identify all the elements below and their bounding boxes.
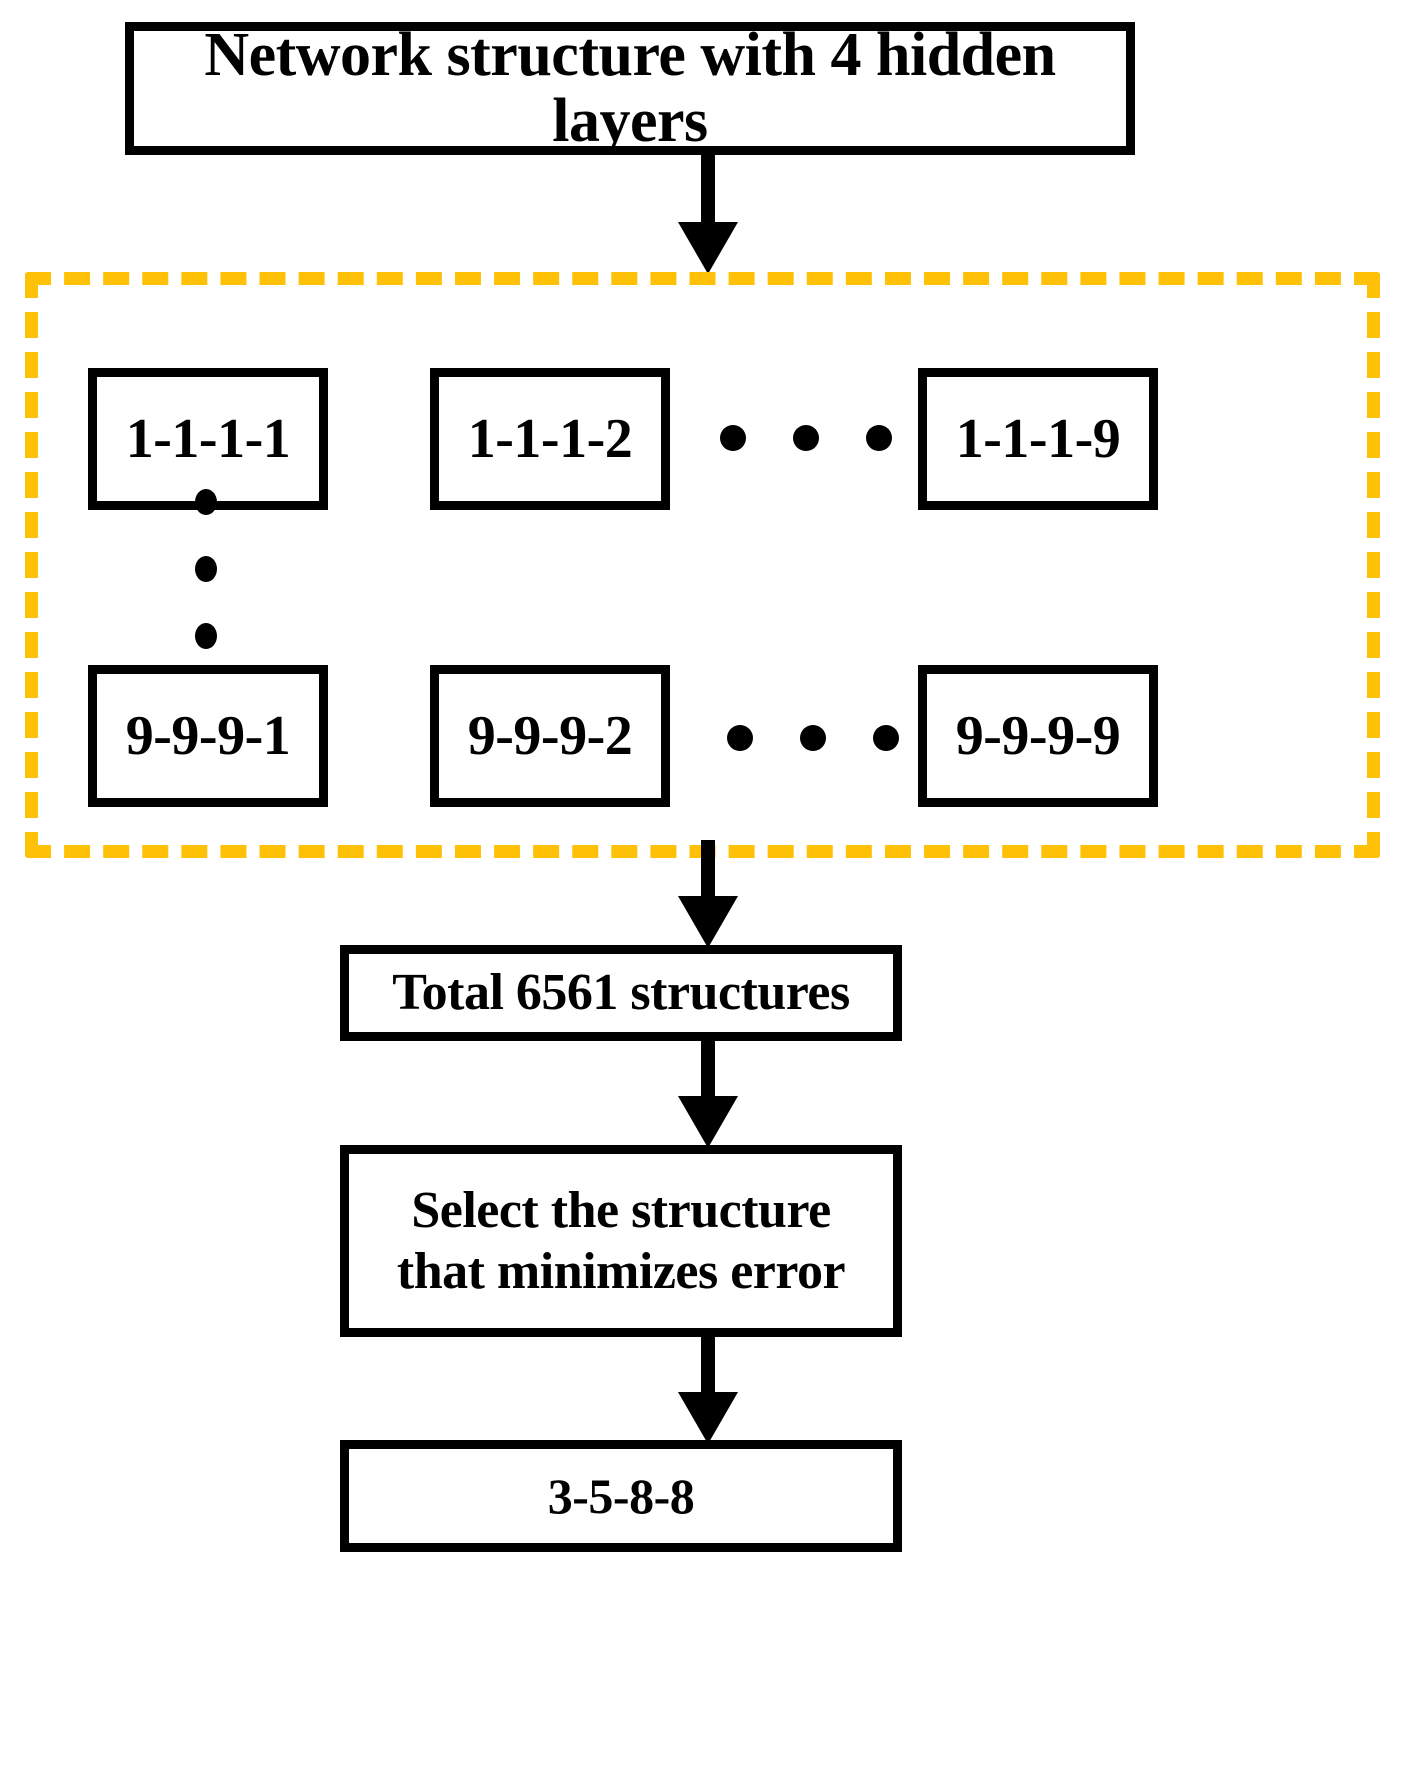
ellipsis-dot-row1-c <box>866 425 892 451</box>
arrow-shaft <box>701 840 715 898</box>
select-structure-line-2: that minimizes error <box>396 1243 846 1300</box>
structure-cell-9-9-9-2: 9-9-9-2 <box>430 665 670 807</box>
ellipsis-dot-row2-c <box>873 725 899 751</box>
arrow-head <box>678 222 738 274</box>
arrow-head <box>678 896 738 948</box>
arrow-shaft <box>701 1336 715 1394</box>
select-structure-box: Select the structure that minimizes erro… <box>340 1145 902 1337</box>
structure-cell-1-1-1-2: 1-1-1-2 <box>430 368 670 510</box>
total-structures-box: Total 6561 structures <box>340 945 902 1041</box>
ellipsis-dot-row1-a <box>720 425 746 451</box>
ellipsis-dot-row2-a <box>727 725 753 751</box>
ellipsis-dot-vertical-c <box>195 623 217 649</box>
arrow-head <box>678 1392 738 1444</box>
select-structure-line-1: Select the structure <box>411 1181 831 1239</box>
structure-cell-9-9-9-1: 9-9-9-1 <box>88 665 328 807</box>
structure-cell-1-1-1-9: 1-1-1-9 <box>918 368 1158 510</box>
arrow-shaft <box>701 152 715 222</box>
ellipsis-dot-vertical-b <box>195 556 217 582</box>
ellipsis-dot-vertical-a <box>195 489 217 515</box>
title-box: Network structure with 4 hidden layers <box>125 22 1135 155</box>
ellipsis-dot-row1-b <box>793 425 819 451</box>
search-space-dashed-border <box>25 272 1380 858</box>
structure-cell-9-9-9-9: 9-9-9-9 <box>918 665 1158 807</box>
ellipsis-dot-row2-b <box>800 725 826 751</box>
arrow-head <box>678 1096 738 1148</box>
structure-cell-1-1-1-1: 1-1-1-1 <box>88 368 328 510</box>
arrow-shaft <box>701 1040 715 1098</box>
selected-structure-box: 3-5-8-8 <box>340 1440 902 1552</box>
